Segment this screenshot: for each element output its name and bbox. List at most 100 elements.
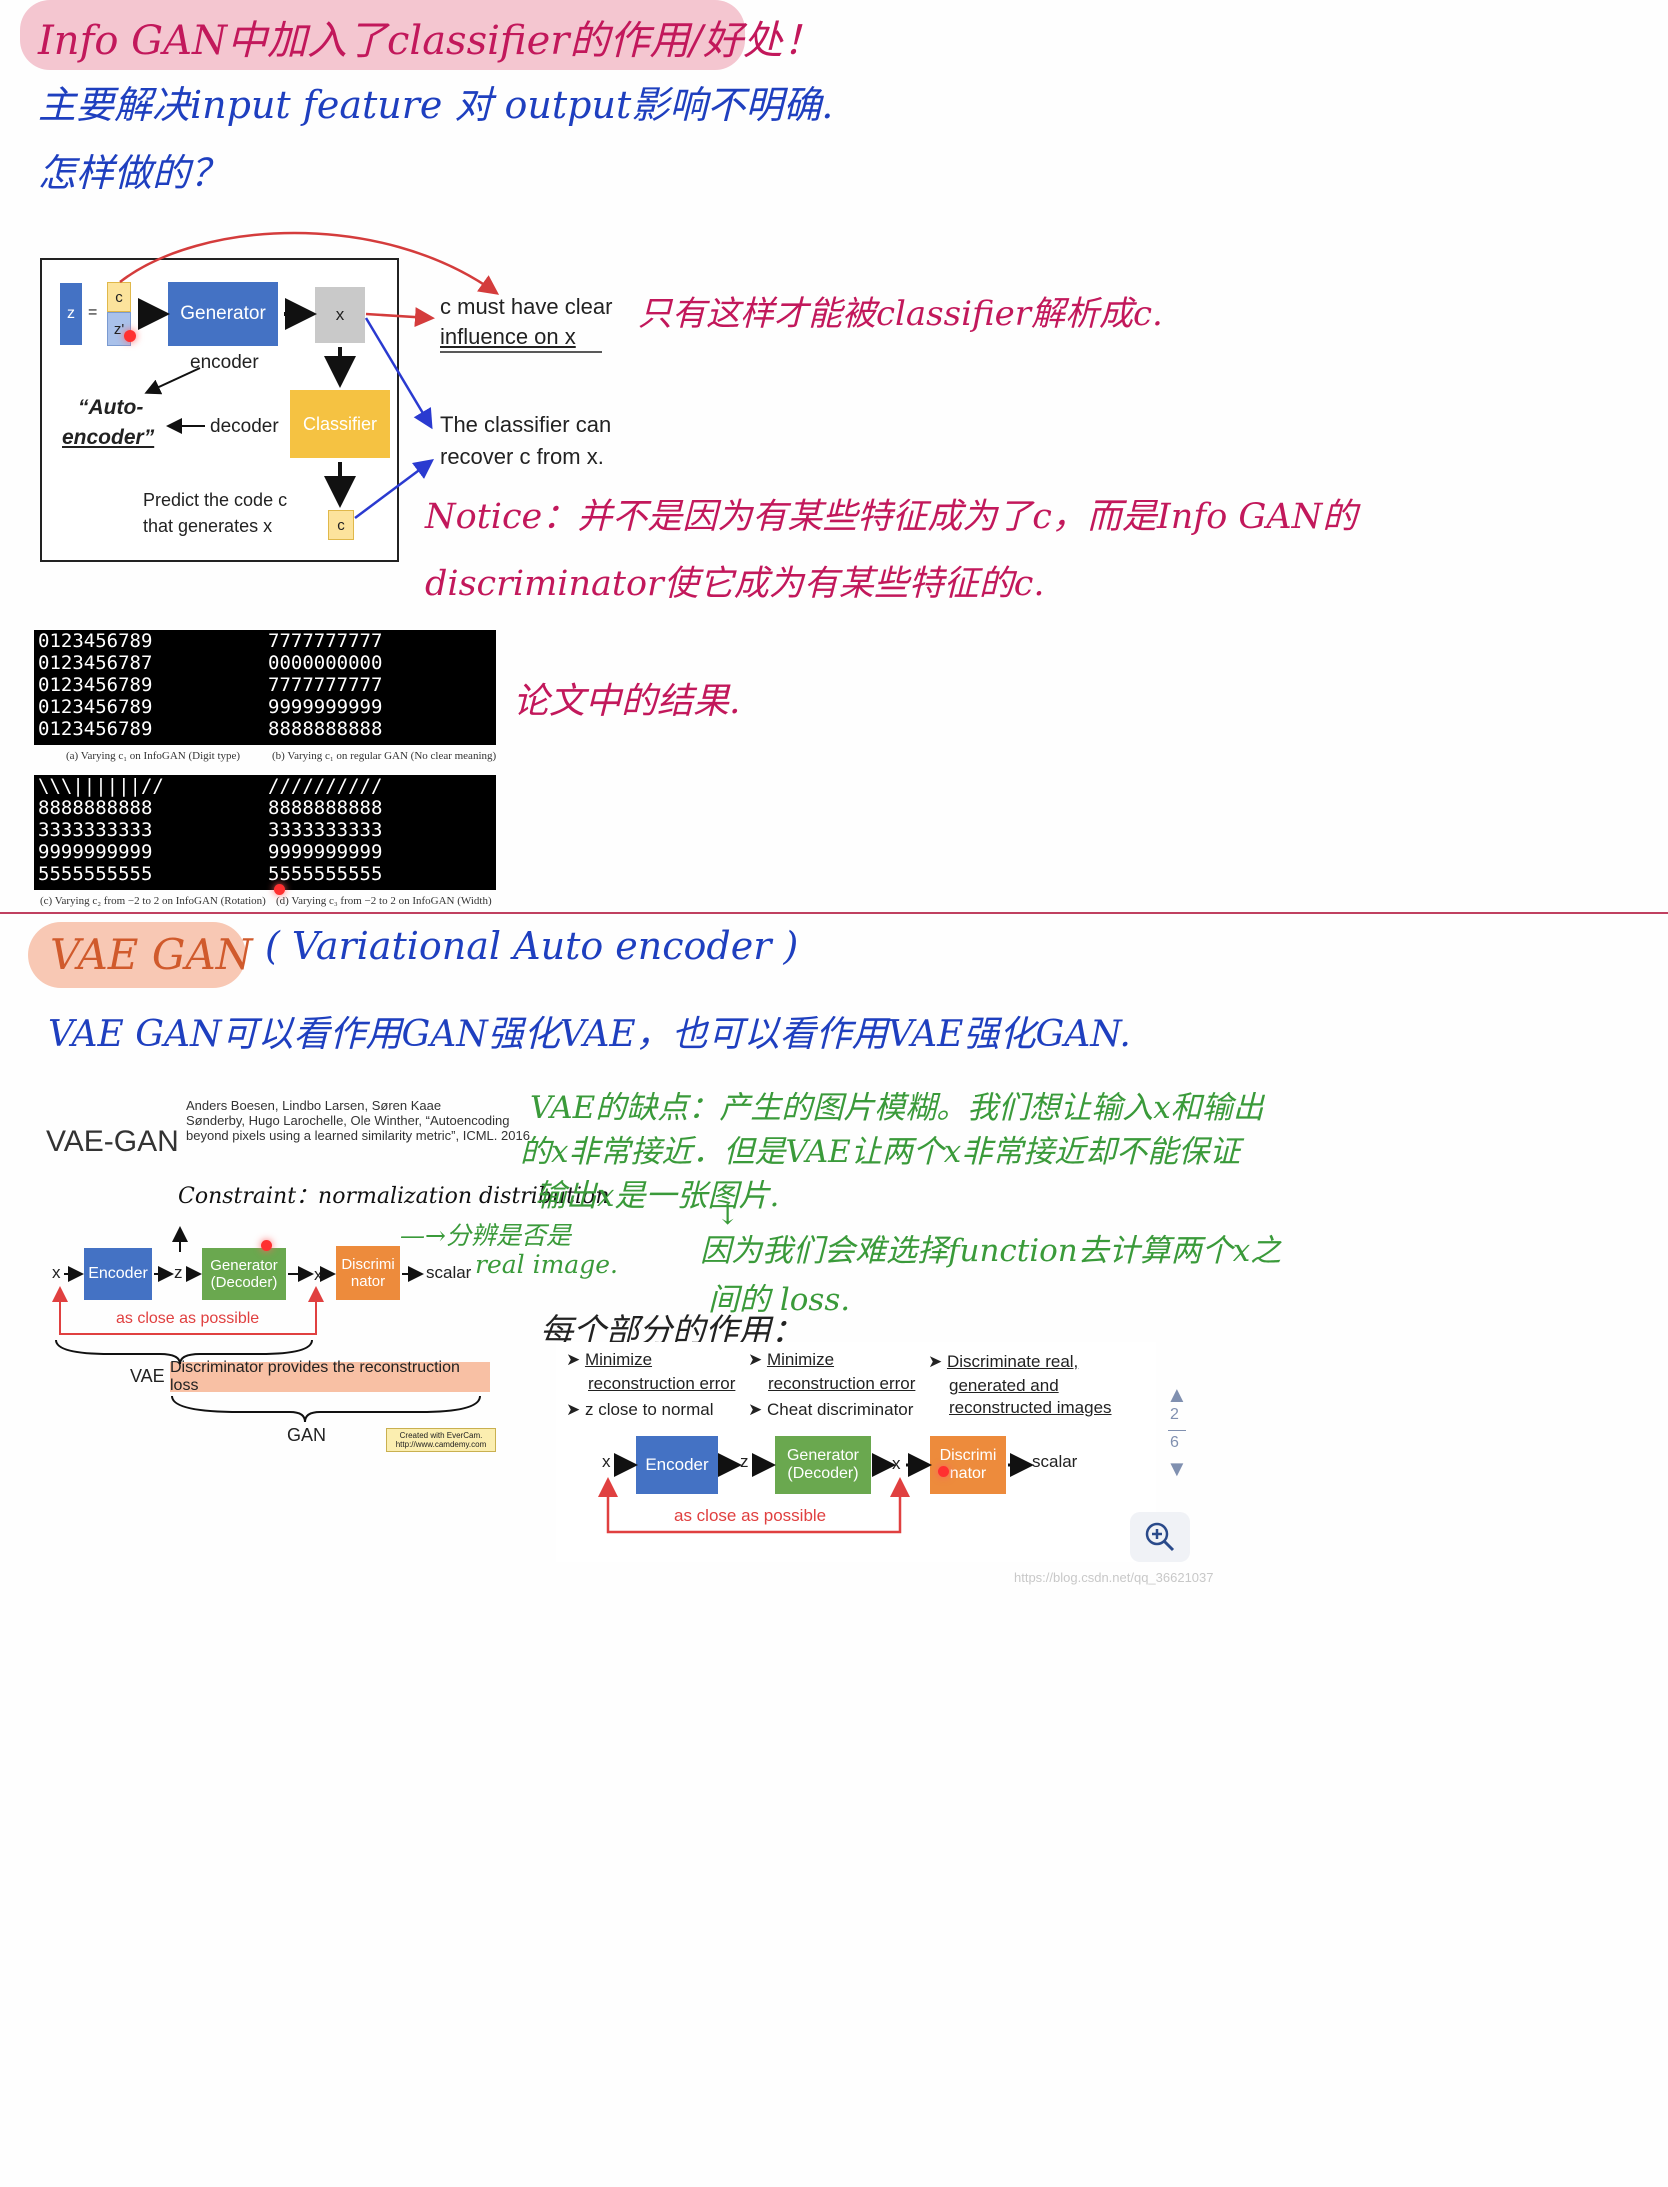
zoom-button[interactable] [1130,1512,1190,1562]
vaegan-scalar: scalar [426,1263,472,1282]
vaegan-gen-label-2: (Decoder) [210,1274,278,1291]
vaegan-x-out: x [314,1265,323,1284]
mnist-row: 5555555555 [268,863,383,885]
mnist-row: 7777777777 [268,630,383,652]
section2-subtitle: ( Variational Auto encoder ) [265,924,799,968]
vaegan2-gen-label-2: (Decoder) [787,1465,859,1482]
infogan-arrows [119,231,602,520]
mnist-row: 0123456787 [38,652,153,674]
disc-bullet-1-text: Discriminate real, [946,1352,1079,1371]
vaegan2-encoder-box: Encoder [636,1436,718,1494]
caption-b: (b) Varying c₁ on regular GAN (No clear … [272,750,497,762]
gen-bullet-1-text: Minimize [766,1350,835,1369]
c-output-box: c [328,510,354,540]
mnist-row: 8888888888 [38,797,153,819]
vaegan-encoder-box: Encoder [84,1248,152,1300]
mnist-row: 3333333333 [38,819,153,841]
enc-bullet-1b: reconstruction error [588,1374,736,1393]
clear-influence-label-2: influence on x [440,324,576,349]
evercam-label-2: http://www.camdemy.com [395,1440,487,1449]
mnist-row: 0123456789 [38,718,153,740]
auto-encoder-label-1: “Auto- [78,396,144,419]
vaegan2-scalar: scalar [1032,1452,1078,1471]
mnist-row: 5555555555 [38,863,153,885]
disc-bullet-1c: reconstructed images [949,1398,1112,1417]
mnist-panel-d: ////////// 8888888888 3333333333 9999999… [264,775,496,890]
gen-bullet-2-text: Cheat discriminator [766,1400,914,1419]
vaegan2-disc-label-1: Discrimi [939,1447,997,1464]
vaegan2-x-in: x [602,1452,611,1471]
reason-1: 因为我们会难选择function去计算两个x之 [700,1233,1282,1269]
watermark: https://blog.csdn.net/qq_36621037 [1014,1570,1214,1585]
mnist-row: 9999999999 [268,841,383,863]
page-current: 2 [1170,1406,1179,1423]
mnist-row: 0123456789 [38,674,153,696]
page-up-button[interactable]: ▲ [1166,1382,1188,1407]
page-total: 6 [1170,1434,1179,1451]
vaegan2-disc-label-2: nator [949,1465,987,1482]
mnist-row: 0000000000 [268,652,383,674]
disc-provides-box: Discriminator provides the reconstructio… [170,1359,490,1394]
vaegan-ref-1: Anders Boesen, Lindbo Larsen, Søren Kaae [186,1098,442,1113]
vae-weakness-1: VAE的缺点：产生的图片模糊。我们想让输入x和输出 [530,1090,1264,1126]
disc-bullet-1: ➤ Discriminate real, [928,1352,1079,1371]
vaegan-vae-label: VAE [130,1366,165,1386]
vaegan2-x-out: x [892,1454,901,1473]
section1-title: Info GAN中加入了classifier的作用/好处！ [38,18,823,64]
x-output-box: x [315,287,365,343]
vaegan-generator-box: Generator (Decoder) [202,1248,286,1300]
clear-influence-label-1: c must have clear [440,294,613,319]
vae-weakness-2: 的x非常接近．但是VAE让两个x非常接近却不能保证 [520,1134,1241,1170]
constraint-note: Constraint：normalization distribution [178,1184,610,1209]
mnist-row: 8888888888 [268,797,383,819]
enc-bullet-1: ➤ Minimize [566,1350,653,1369]
laser-pointer-dot [274,884,285,895]
gen-bullet-2: ➤ Cheat discriminator [748,1400,914,1419]
vaegan-gen-label-1: Generator [210,1257,278,1274]
mnist-row: 7777777777 [268,674,383,696]
vaegan-disc-box: Discrimi nator [336,1246,400,1300]
auto-encoder-label-2: encoder” [62,426,155,449]
section1-line1: 主要解决input feature 对 output影响不明确. [38,83,834,127]
disc-note-2: real image. [475,1250,618,1279]
vaegan-arrows [52,1226,481,1423]
evercam-stamp: Created with EverCam. http://www.camdemy… [386,1428,496,1452]
down-arrow-note: ↓ [716,1198,740,1231]
vaegan2-close-label: as close as possible [674,1506,827,1525]
vaegan-disc-label-2: nator [350,1273,386,1290]
section2-line1: VAE GAN可以看作用GAN强化VAE，也可以看作用VAE强化GAN. [48,1014,1131,1055]
caption-a: (a) Varying c₁ on InfoGAN (Digit type) [66,750,241,762]
vaegan-title-highlight [28,922,246,988]
section-divider [0,912,1668,914]
page-down-button[interactable]: ▼ [1166,1456,1188,1481]
notice-line-1: Notice：并不是因为有某些特征成为了c，而是Info GAN的 [425,497,1358,537]
vae-weakness-3: 输出x是一张图片. [535,1178,780,1214]
enc-bullet-2-text: z close to normal [584,1400,714,1419]
vaegan-z: z [174,1263,183,1282]
section2-title: VAE GAN [50,930,253,979]
results-note: 论文中的结果. [513,681,741,722]
recover-label-2: recover c from x. [440,444,604,469]
vaegan-ref-2: Sønderby, Hugo Larochelle, Ole Winther, … [186,1113,510,1128]
predict-label-2: that generates x [143,516,273,536]
disc-bullet-1b: generated and [949,1376,1059,1395]
vaegan-disc-label-1: Discrimi [341,1256,395,1273]
mnist-row: 0123456789 [38,696,153,718]
mnist-row: 3333333333 [268,819,383,841]
z-box: z [60,283,82,345]
mnist-panel-a: 0123456789 0123456787 0123456789 0123456… [34,630,264,745]
mnist-row: ////////// [268,775,383,797]
notice-line-2: discriminator使它成为有某些特征的c. [425,564,1045,604]
decoder-label: decoder [210,416,279,437]
mnist-row: 0123456789 [38,630,153,652]
laser-pointer-dot [261,1240,272,1251]
page-divider [1168,1430,1186,1431]
note-clear-influence: 只有这样才能被classifier解析成c. [638,294,1163,334]
caption-c: (c) Varying c₂ from −2 to 2 on InfoGAN (… [40,895,266,907]
vaegan-close-label: as close as possible [116,1310,260,1327]
classifier-box: Classifier [290,390,390,458]
caption-d: (d) Varying c₃ from −2 to 2 on InfoGAN (… [276,895,492,907]
mnist-row: 9999999999 [38,841,153,863]
zoom-in-icon [1145,1522,1175,1552]
laser-pointer-dot [124,330,136,342]
